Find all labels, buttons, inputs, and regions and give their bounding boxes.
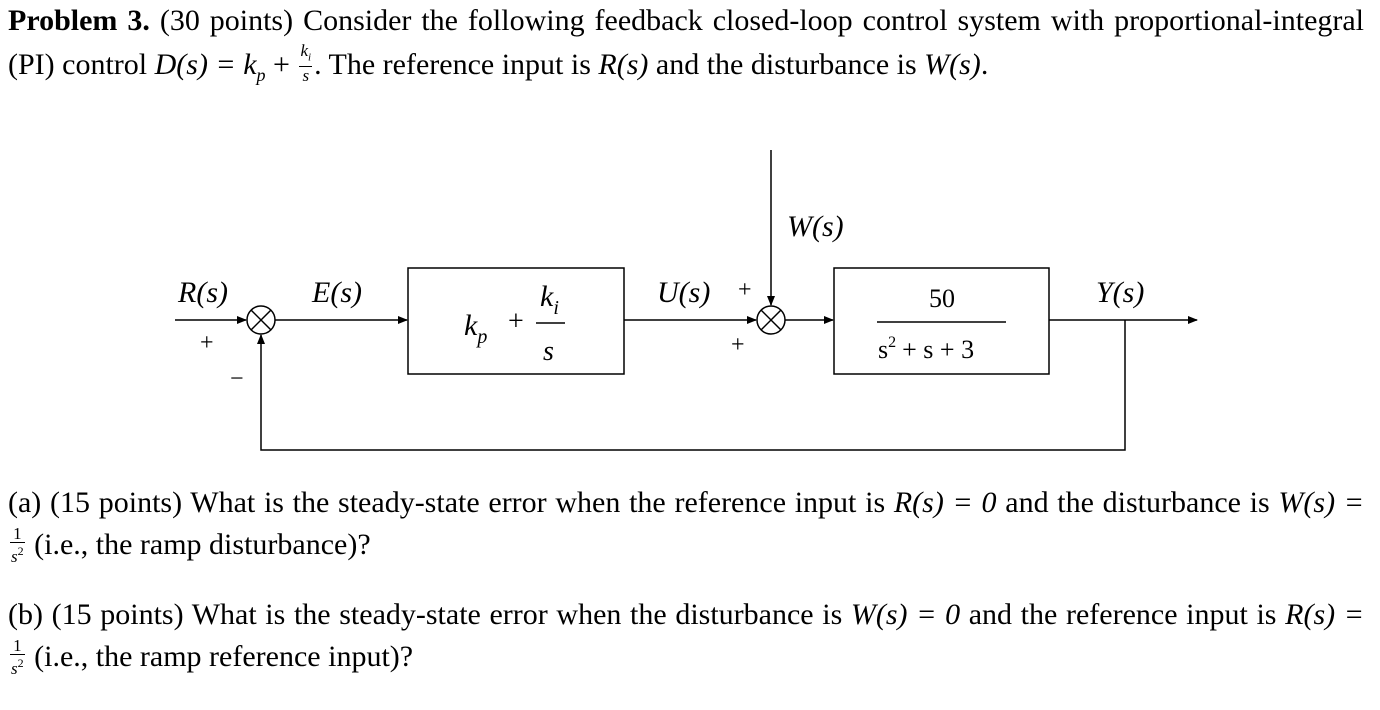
controller-block: [407, 267, 625, 375]
part-b-condition-1: W(s) = 0: [850, 598, 961, 631]
svg-text:+: +: [508, 306, 524, 337]
part-a-points: (15 points): [50, 486, 183, 519]
svg-text:s2+ s + 3: s2+ s + 3: [878, 334, 974, 364]
reference-symbol: R(s): [598, 47, 649, 81]
controller-eq-plus: +: [273, 47, 290, 81]
part-b-condition-2: R(s) =: [1285, 598, 1364, 631]
disturbance-symbol: W(s): [924, 47, 981, 81]
summing-junction-2: [756, 305, 786, 335]
part-b-text-2: and the reference input is: [968, 598, 1277, 631]
problem-points: (30 points): [159, 4, 294, 37]
controller-transfer-function: kp + ki s: [464, 280, 565, 367]
part-b-points: (15 points): [51, 598, 184, 631]
svg-text:50: 50: [929, 284, 955, 313]
part-a-condition-2: W(s) =: [1278, 486, 1365, 519]
problem-intro-1: Consider the following feedback closed-l…: [8, 4, 1365, 81]
problem-intro-3: and the disturbance is: [655, 47, 917, 81]
block-diagram: R(s) + − E(s) U(s) + + W(s) Y(s) kp + ki…: [175, 150, 1198, 451]
sum2-plus-top: +: [738, 277, 752, 303]
problem-statement: Problem 3. (30 points) Consider the foll…: [8, 0, 1364, 96]
feedback-path: [257, 320, 1126, 451]
label-E: E(s): [311, 276, 362, 309]
summing-junction-1: [246, 305, 276, 335]
label-R: R(s): [177, 276, 228, 309]
part-a-text-2: and the disturbance is: [1005, 486, 1270, 519]
label-Y: Y(s): [1096, 276, 1144, 309]
sum2-plus-bottom: +: [731, 332, 745, 358]
part-b-text-3: (i.e., the ramp reference input)?: [34, 640, 414, 673]
controller-eq-kp: kp: [243, 47, 266, 85]
problem-intro-2: . The reference input is: [314, 47, 591, 81]
part-a-label: (a): [8, 486, 42, 519]
part-a-text-1: What is the steady-state error when the …: [190, 486, 886, 519]
problem-intro-end: .: [980, 47, 989, 81]
part-a: (a) (15 points) What is the steady-state…: [8, 482, 1364, 566]
controller-eq-lhs: D(s) =: [154, 47, 236, 81]
part-b-text-1: What is the steady-state error when the …: [191, 598, 843, 631]
svg-text:ki: ki: [540, 280, 559, 319]
part-b: (b) (15 points) What is the steady-state…: [8, 594, 1364, 678]
part-a-condition-1: R(s) = 0: [893, 486, 997, 519]
sum1-minus-sign: −: [230, 366, 244, 392]
svg-text:kp: kp: [464, 309, 487, 348]
plant-transfer-function: 50 s2+ s + 3: [877, 284, 1006, 364]
part-a-text-3: (i.e., the ramp disturbance)?: [34, 528, 371, 561]
label-U: U(s): [657, 276, 710, 309]
sum1-plus-sign: +: [200, 330, 214, 356]
problem-heading: Problem 3.: [8, 4, 150, 37]
part-b-label: (b): [8, 598, 43, 631]
plant-block: [833, 267, 1050, 375]
label-W: W(s): [787, 210, 844, 243]
svg-text:s: s: [543, 336, 554, 367]
